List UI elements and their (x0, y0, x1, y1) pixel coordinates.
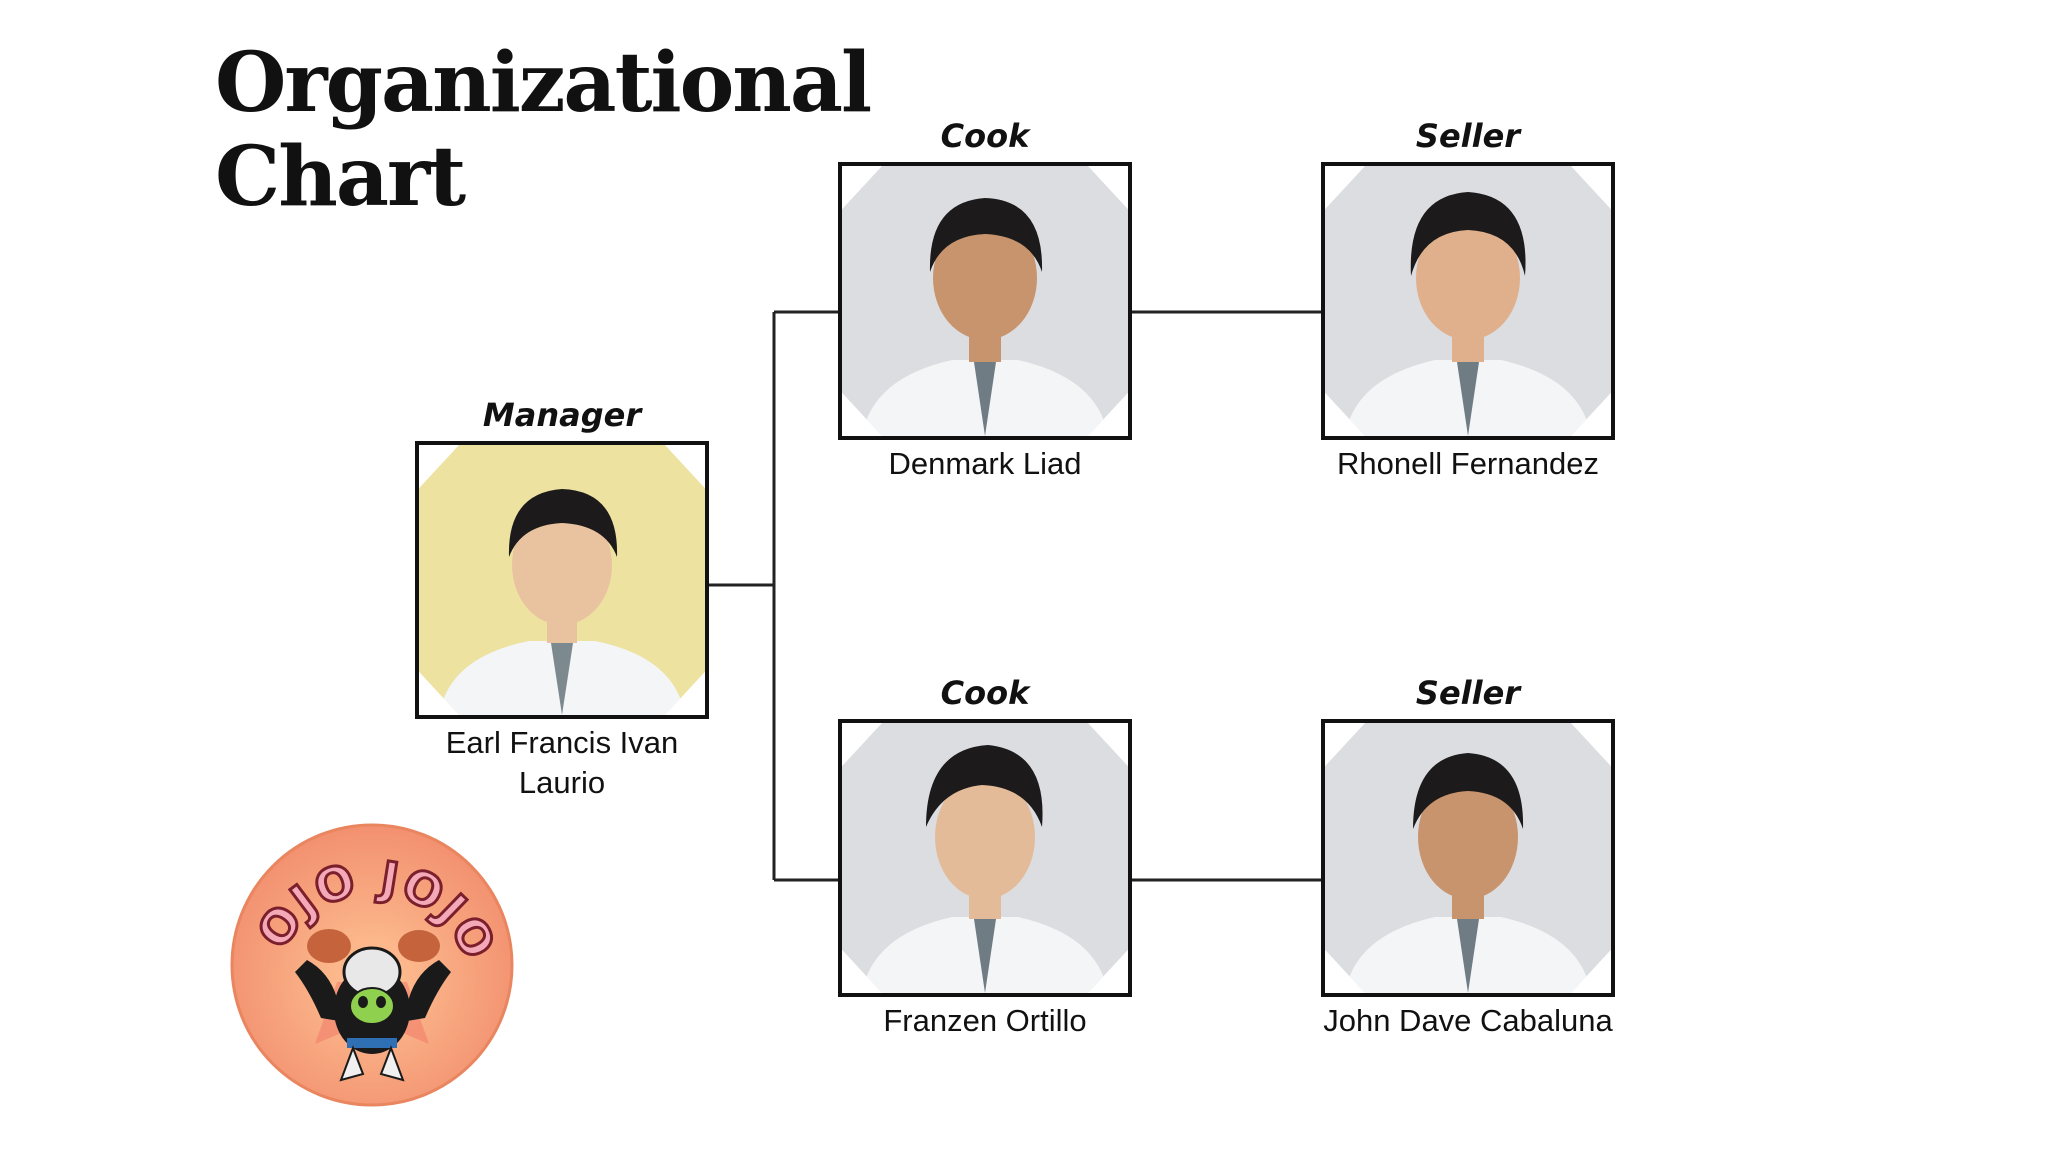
node-seller-1: Seller Rhonell Fernandez (1321, 117, 1615, 484)
photo-frame (838, 719, 1132, 997)
member-photo (1325, 166, 1611, 436)
member-photo (842, 723, 1128, 993)
photo-frame (838, 162, 1132, 440)
role-label: Manager (482, 396, 642, 434)
role-label: Cook (940, 117, 1030, 155)
role-label: Cook (940, 674, 1030, 712)
member-photo (1325, 723, 1611, 993)
node-manager: Manager Earl Francis Ivan Laurio (415, 396, 709, 803)
role-label: Seller (1415, 117, 1521, 155)
photo-frame (1321, 719, 1615, 997)
photo-frame (415, 441, 709, 719)
member-name: Earl Francis Ivan Laurio (445, 725, 679, 800)
page-title: Organizational Chart (215, 35, 872, 225)
member-name: Denmark Liad (888, 446, 1082, 481)
node-cook-1: Cook Denmark Liad (838, 117, 1132, 484)
member-name: John Dave Cabaluna (1323, 1003, 1613, 1038)
role-label: Seller (1415, 674, 1521, 712)
member-name: Franzen Ortillo (883, 1003, 1087, 1038)
node-cook-2: Cook Franzen Ortillo (838, 674, 1132, 1041)
title-line-1: Organizational (215, 35, 872, 131)
member-photo (842, 166, 1128, 436)
title-line-2: Chart (215, 129, 466, 225)
photo-frame (1321, 162, 1615, 440)
member-photo (419, 445, 705, 715)
mojo-jojos-logo: MOJO JOJOS (204, 778, 515, 1108)
member-name: Rhonell Fernandez (1337, 446, 1599, 481)
node-seller-2: Seller John Dave Cabaluna (1321, 674, 1615, 1041)
